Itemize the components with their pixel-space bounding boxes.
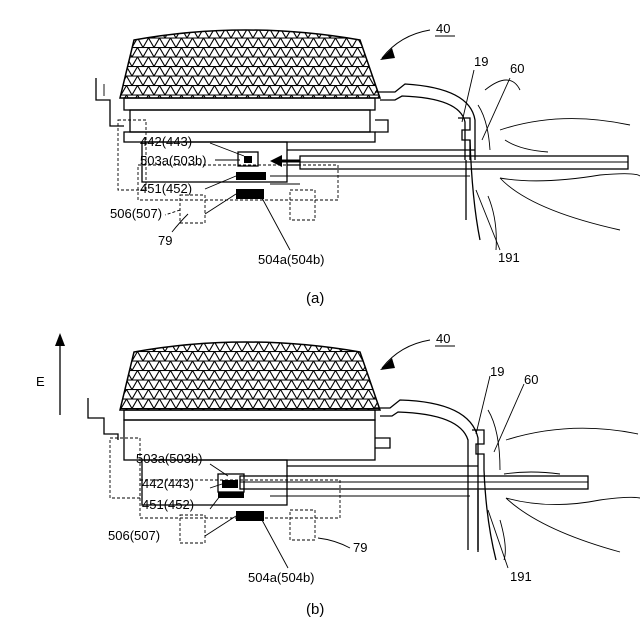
label-504-b: 504a(504b) <box>248 570 315 585</box>
component-506-a <box>236 189 264 199</box>
label-506-a: 506(507) <box>110 206 162 221</box>
label-451-a: 451(452) <box>140 181 192 196</box>
slider-rail-a <box>300 156 628 169</box>
label-504-a: 504a(504b) <box>258 252 325 267</box>
label-506-b: 506(507) <box>108 528 160 543</box>
label-503-a: 503a(503b) <box>140 153 207 168</box>
direction-label-e: E <box>36 374 45 389</box>
finger-b <box>488 410 640 560</box>
knob-base-b <box>124 410 375 420</box>
component-451-b <box>218 492 244 498</box>
housing-cover-b <box>375 400 478 550</box>
left-frame-a <box>96 78 124 126</box>
knob-a <box>120 30 380 98</box>
label-79-b: 79 <box>353 540 367 555</box>
caption-b: (b) <box>306 601 324 618</box>
label-503-b: 503a(503b) <box>136 451 203 466</box>
finger-a <box>478 105 640 250</box>
label-60-b: 60 <box>524 372 538 387</box>
label-79-a: 79 <box>158 233 172 248</box>
caption-a: (a) <box>306 290 324 307</box>
knob-base-a <box>124 98 375 110</box>
label-191-a: 191 <box>498 250 520 265</box>
ref-40-label-a: 40 <box>436 21 450 36</box>
label-19-b: 19 <box>490 364 504 379</box>
label-442-a: 442(443) <box>140 134 192 149</box>
housing-cover-a <box>375 84 475 160</box>
component-451-a <box>236 172 266 180</box>
ref-40-label-b: 40 <box>436 331 450 346</box>
left-frame-b <box>88 398 118 440</box>
component-506-b <box>236 511 264 521</box>
label-19-a: 19 <box>474 54 488 69</box>
label-442-b: 442(443) <box>142 476 194 491</box>
label-451-b: 451(452) <box>142 497 194 512</box>
label-191-b: 191 <box>510 569 532 584</box>
latch-19-a <box>458 118 470 160</box>
knob-b <box>120 342 380 410</box>
slider-rail-b <box>240 476 588 489</box>
label-60-a: 60 <box>510 61 524 76</box>
